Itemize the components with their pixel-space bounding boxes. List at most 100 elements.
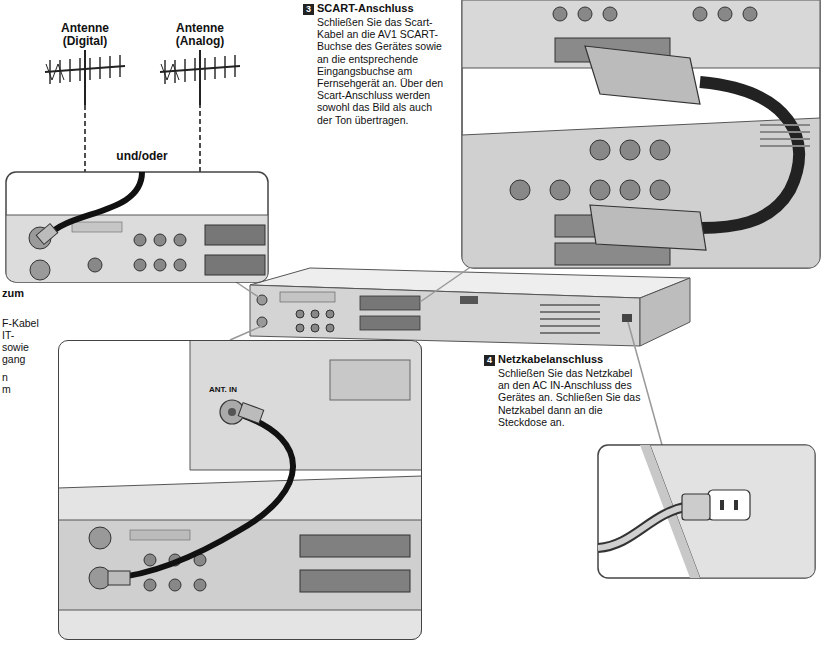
antenna-symbol	[45, 50, 240, 105]
antenna-symbol	[161, 64, 179, 80]
power-inset	[734, 500, 738, 510]
leader-line	[236, 282, 260, 298]
antenna-inset	[174, 259, 186, 271]
port-label: ANT. IN	[209, 385, 237, 394]
antenna-inset	[36, 224, 58, 245]
antenna-cable-inset	[194, 579, 206, 591]
instruction-text: Schließen Sie das Netzkabel an den AC IN…	[498, 367, 643, 428]
scart-inset	[462, 0, 820, 268]
antenna-inset	[205, 255, 265, 275]
callout-number: 3	[303, 4, 314, 15]
recorder-device	[296, 310, 304, 318]
antenna-cable-inset	[228, 408, 236, 416]
antenna-inset	[134, 259, 146, 271]
cropped-text: F-Kabel	[2, 317, 39, 329]
recorder-device	[311, 310, 319, 318]
antenna-inset	[134, 234, 146, 246]
antenna-cable-inset	[144, 579, 156, 591]
scart-inset	[743, 7, 757, 21]
antenna-symbol	[84, 50, 86, 105]
antenna-inset	[30, 260, 50, 280]
recorder-device	[326, 310, 334, 318]
cropped-text: gang	[2, 353, 25, 365]
antenna-cable-inset	[144, 554, 156, 566]
scart-inset	[553, 7, 567, 21]
recorder-device	[640, 278, 690, 346]
antenna-inset	[154, 234, 166, 246]
power-inset	[720, 500, 724, 510]
antenna-cable-inset	[130, 530, 190, 540]
antenna-cable-inset	[112, 416, 293, 578]
scart-inset	[650, 140, 670, 160]
scart-inset	[650, 180, 670, 200]
scart-inset	[620, 180, 640, 200]
antenna-inset	[6, 215, 268, 282]
inset-frame: ANT. IN	[58, 340, 422, 640]
scart-inset	[462, 0, 820, 268]
antenna-cable-inset	[190, 340, 422, 470]
power-inset	[682, 494, 710, 520]
cropped-text: n	[2, 371, 8, 383]
scart-inset	[578, 7, 592, 21]
scart-inset	[693, 7, 707, 21]
recorder-device	[280, 292, 335, 302]
power-inset	[598, 506, 690, 548]
recorder-device	[250, 268, 690, 346]
antenna-cable-inset	[169, 579, 181, 591]
antenna-cable-inset	[58, 520, 422, 610]
cropped-text: IT-	[2, 329, 14, 341]
callout-number: 4	[484, 355, 495, 366]
recorder-device	[622, 314, 632, 322]
scart-inset	[590, 205, 706, 250]
scart-inset	[462, 118, 820, 268]
antenna-symbol	[199, 50, 201, 105]
scart-inset	[590, 140, 610, 160]
leader-line	[628, 322, 662, 445]
recorder-device	[540, 305, 600, 333]
antenna-cable-inset	[300, 535, 410, 557]
antenna-symbol	[46, 64, 64, 80]
antenna-inset	[154, 259, 166, 271]
power-inset	[708, 490, 750, 520]
recorder-device	[250, 285, 640, 346]
recorder-device	[257, 317, 267, 327]
antenna-inset	[6, 172, 268, 282]
power-inset	[598, 506, 690, 548]
section-heading: SCART-Anschluss	[317, 2, 414, 14]
antenna-cable-inset	[108, 571, 130, 585]
scart-inset	[620, 140, 640, 160]
antenna-inset	[48, 172, 142, 236]
antenna-inset	[6, 172, 268, 285]
cropped-text: m	[2, 383, 11, 395]
section-heading: Netzkabelanschluss	[498, 353, 603, 365]
recorder-device	[360, 316, 420, 330]
antenna-cable-inset	[238, 403, 263, 424]
scart-inset	[550, 180, 570, 200]
cropped-text: zum	[2, 287, 24, 299]
antenna-inset	[88, 258, 102, 272]
leader-line	[230, 326, 262, 340]
antenna-cable-inset	[58, 476, 422, 640]
antenna-label: Antenne (Analog)	[170, 22, 230, 48]
scart-inset	[603, 7, 617, 21]
scart-inset	[700, 82, 799, 228]
scart-inset	[510, 180, 530, 200]
connector-note: und/oder	[107, 150, 177, 163]
recorder-device	[460, 296, 478, 304]
recorder-device	[326, 324, 334, 332]
antenna-label: Antenne (Digital)	[55, 22, 115, 48]
scart-inset	[462, 0, 820, 268]
recorder-device	[360, 296, 420, 310]
power-inset	[598, 445, 815, 578]
instruction-text: Schließen Sie das Scart-Kabel an die AV1…	[317, 16, 447, 126]
scart-inset	[760, 125, 810, 146]
antenna-inset	[205, 225, 265, 245]
antenna-cable-inset	[300, 570, 410, 592]
antenna-inset	[72, 222, 122, 232]
leader-line	[420, 266, 472, 302]
power-inset	[598, 445, 815, 578]
recorder-device	[296, 324, 304, 332]
cropped-text: sowie	[2, 341, 29, 353]
antenna-cable-inset	[330, 360, 410, 400]
